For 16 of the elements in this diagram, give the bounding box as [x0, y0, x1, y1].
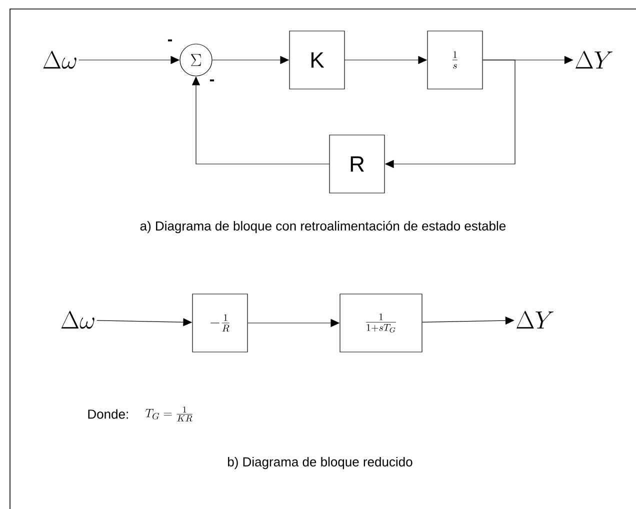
- block-box: $-\frac{1}{R}$: [192, 294, 248, 352]
- sign-label: -: [168, 39, 172, 42]
- block-box: R: [329, 134, 385, 194]
- sign-label: -: [210, 79, 214, 82]
- label-text: Donde:: [88, 409, 128, 419]
- block-box: $\frac{1}{1+sT_G}$: [340, 294, 422, 352]
- block-box: K: [289, 30, 345, 90]
- signal-label: $\Delta\omega$: [43, 50, 76, 69]
- caption: a) Diagrama de bloque con retroalimentación de estado estable: [140, 220, 506, 234]
- caption: b) Diagrama de bloque reducido: [228, 456, 412, 470]
- signal-label: $\Delta\omega$: [61, 310, 94, 329]
- formula: $T_G=\frac{1}{KR}$: [145, 406, 192, 422]
- signal-label: $\Delta Y$: [516, 310, 554, 328]
- signal-label: $\Delta Y$: [576, 50, 612, 68]
- summing-junction: $\Sigma$: [180, 44, 212, 76]
- block-box: $\frac{1}{s}$: [427, 30, 483, 90]
